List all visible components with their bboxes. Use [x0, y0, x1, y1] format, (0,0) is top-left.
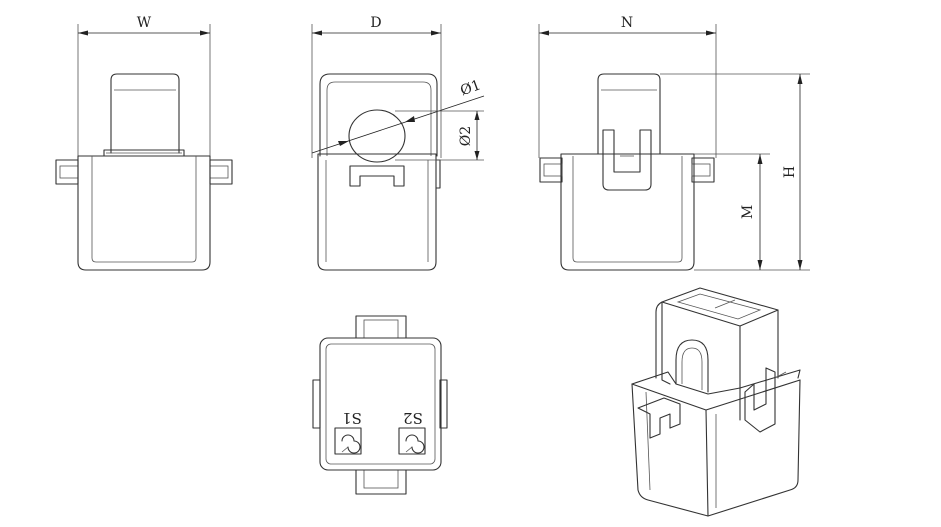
- diameter-inner-label: Ø2: [458, 126, 474, 146]
- d-label: D: [370, 15, 381, 31]
- right-view: N H M: [538, 15, 810, 271]
- m-label: M: [740, 205, 756, 219]
- terminal-s2-label: S2: [403, 409, 423, 427]
- terminal-s1-label: S1: [342, 409, 362, 427]
- diameter-outer-label: Ø1: [458, 77, 483, 99]
- n-label: N: [621, 15, 633, 31]
- isometric-view: [631, 287, 801, 517]
- front-view: W: [55, 15, 233, 271]
- terminal-s2: [398, 427, 426, 455]
- h-label: H: [782, 166, 798, 178]
- w-label: W: [137, 15, 152, 31]
- bottom-view: S1 S2: [312, 315, 448, 495]
- terminal-s1: [334, 427, 362, 455]
- side-view: D Ø1 Ø2: [311, 15, 485, 271]
